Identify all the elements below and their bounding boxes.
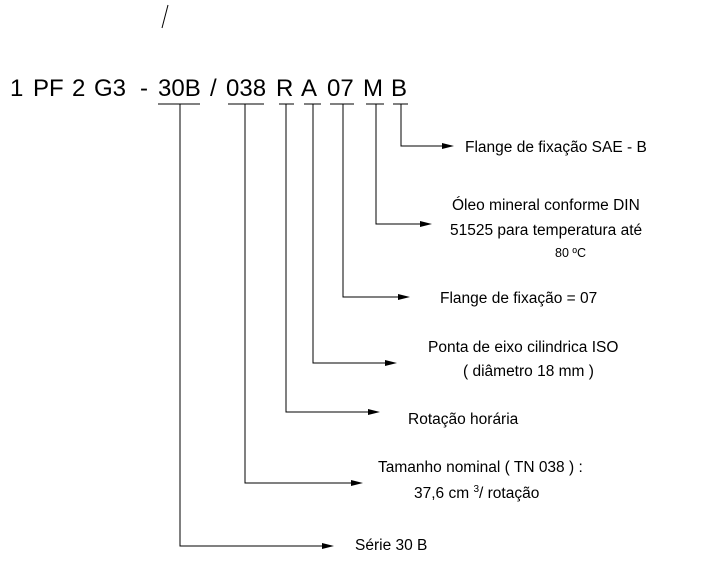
- code-part-2: 2: [72, 75, 85, 102]
- code-part-30b: 30B: [158, 75, 201, 102]
- label-size-line2: 37,6 cm 3/ rotação: [414, 484, 539, 502]
- code-part-r: R: [276, 75, 293, 102]
- arrowhead-shaft: [385, 360, 397, 366]
- arrowhead-oil: [420, 221, 432, 227]
- label-oil-line1: Óleo mineral conforme DIN: [452, 197, 640, 214]
- leader-series: [180, 104, 322, 546]
- code-part-g3: G3: [94, 75, 126, 102]
- size-unit: / rotação: [479, 485, 539, 502]
- label-shaft-line1: Ponta de eixo cilindrica ISO: [428, 339, 618, 356]
- leader-lines: [180, 104, 442, 546]
- code-part-1: 1: [10, 75, 23, 102]
- leader-rotation: [286, 104, 368, 412]
- arrowhead-series: [322, 543, 334, 549]
- label-size-line1: Tamanho nominal ( TN 038 ) :: [378, 459, 583, 476]
- arrowhead-size: [351, 480, 363, 486]
- arrowhead-flange-sae: [442, 143, 454, 149]
- label-rotation: Rotação horária: [408, 411, 519, 428]
- label-flange-07: Flange de fixação = 07: [440, 290, 597, 307]
- code-part-07: 07: [327, 75, 354, 102]
- size-value: 37,6 cm: [414, 485, 473, 502]
- leader-shaft: [313, 104, 385, 363]
- label-oil-line2: 51525 para temperatura até: [450, 222, 642, 239]
- leader-oil: [376, 104, 420, 224]
- code-part-b: B: [391, 75, 407, 102]
- leader-flange-sae: [401, 104, 442, 146]
- label-oil-line3: 80 ºC: [555, 246, 586, 260]
- code-part-038: 038: [226, 75, 266, 102]
- leader-flange-07: [343, 104, 398, 297]
- code-part-pf: PF: [33, 75, 64, 102]
- leader-size: [245, 104, 351, 483]
- stray-mark: [162, 5, 168, 28]
- code-part-a: A: [301, 75, 317, 102]
- code-part-dash: -: [140, 75, 148, 102]
- label-series: Série 30 B: [355, 537, 427, 554]
- label-shaft-line2: ( diâmetro 18 mm ): [463, 363, 594, 380]
- arrowhead-rotation: [368, 409, 380, 415]
- code-part-slash: /: [210, 75, 217, 102]
- arrowhead-flange-07: [398, 294, 410, 300]
- label-flange-sae: Flange de fixação SAE - B: [465, 139, 647, 156]
- type-code: 1 PF 2 G3 - 30B / 038 R A 07 M B: [10, 75, 407, 102]
- code-part-m: M: [363, 75, 383, 102]
